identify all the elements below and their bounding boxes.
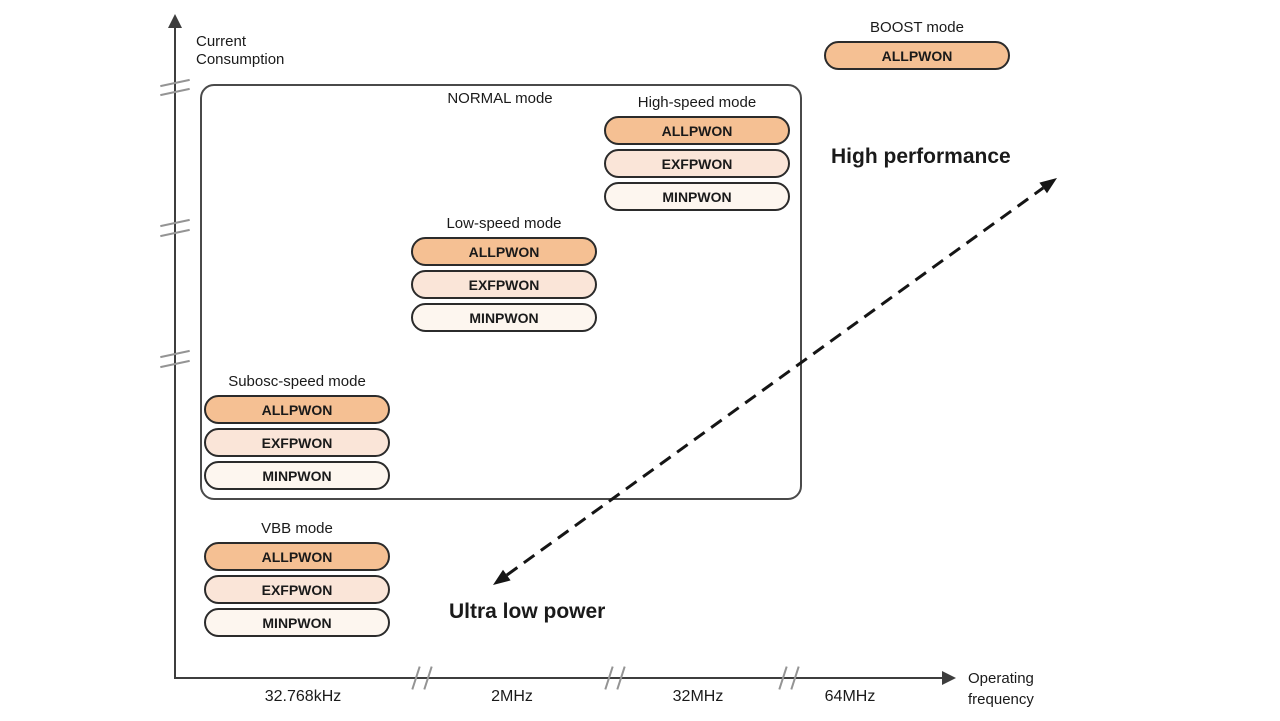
- pill-allpwon: ALLPWON: [824, 41, 1010, 70]
- ultra-low-power-label: Ultra low power: [449, 600, 606, 623]
- pill-allpwon: ALLPWON: [204, 395, 390, 424]
- pill-minpwon: MINPWON: [204, 461, 390, 490]
- tradeoff-arrowhead-high-icon: [1039, 178, 1057, 194]
- pill-exfpwon: EXFPWON: [204, 575, 390, 604]
- pill-allpwon: ALLPWON: [604, 116, 790, 145]
- group-vbb-mode: VBB mode ALLPWON EXFPWON MINPWON: [204, 520, 390, 641]
- group-label: Low-speed mode: [446, 215, 562, 232]
- group-subosc-speed-mode: Subosc-speed mode ALLPWON EXFPWON MINPWO…: [204, 373, 390, 494]
- x-axis-label: Operating frequency: [968, 668, 1034, 710]
- y-axis-label-line2: Consumption: [196, 51, 285, 68]
- group-low-speed-mode: Low-speed mode ALLPWON EXFPWON MINPWON: [411, 215, 597, 336]
- tradeoff-arrowhead-low-icon: [493, 569, 511, 585]
- pill-allpwon: ALLPWON: [204, 542, 390, 571]
- group-high-speed-mode: High-speed mode ALLPWON EXFPWON MINPWON: [604, 94, 790, 215]
- x-axis-label-line1: Operating: [968, 670, 1034, 687]
- x-axis-label-line2: frequency: [968, 691, 1034, 708]
- group-label: High-speed mode: [637, 94, 757, 111]
- x-tick-32mhz: 32MHz: [672, 688, 724, 705]
- pill-exfpwon: EXFPWON: [204, 428, 390, 457]
- y-axis-label: Current Consumption: [196, 33, 284, 69]
- group-label: BOOST mode: [870, 19, 964, 36]
- normal-mode-box-label: NORMAL mode: [447, 90, 553, 107]
- x-axis-line: [174, 677, 946, 679]
- x-axis-arrowhead-icon: [942, 671, 956, 685]
- x-tick-2mhz: 2MHz: [491, 688, 533, 705]
- group-boost-mode: BOOST mode ALLPWON: [824, 19, 1010, 74]
- high-performance-label: High performance: [831, 145, 1011, 168]
- pill-exfpwon: EXFPWON: [411, 270, 597, 299]
- y-axis-arrowhead-icon: [168, 14, 182, 28]
- pill-minpwon: MINPWON: [604, 182, 790, 211]
- pill-minpwon: MINPWON: [411, 303, 597, 332]
- pill-exfpwon: EXFPWON: [604, 149, 790, 178]
- x-tick-32768khz: 32.768kHz: [264, 688, 342, 705]
- x-tick-64mhz: 64MHz: [824, 688, 876, 705]
- group-label: Subosc-speed mode: [228, 373, 366, 390]
- pill-minpwon: MINPWON: [204, 608, 390, 637]
- group-label: VBB mode: [261, 520, 333, 537]
- y-axis-label-line1: Current: [196, 33, 247, 50]
- pill-allpwon: ALLPWON: [411, 237, 597, 266]
